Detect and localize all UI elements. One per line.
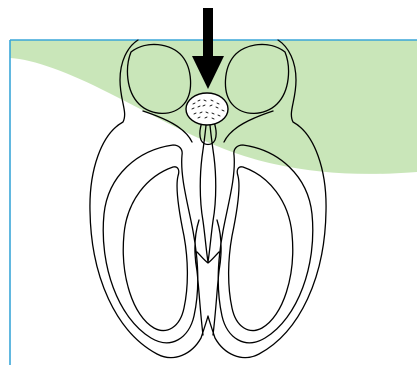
center-divider-left — [195, 220, 203, 335]
dotted-oval — [186, 93, 228, 125]
left-outer-chamber — [103, 145, 197, 343]
right-inner-chamber — [229, 167, 293, 331]
left-inner-chamber — [123, 167, 187, 331]
right-outer-chamber — [218, 145, 312, 343]
center-divider-right — [213, 220, 221, 335]
